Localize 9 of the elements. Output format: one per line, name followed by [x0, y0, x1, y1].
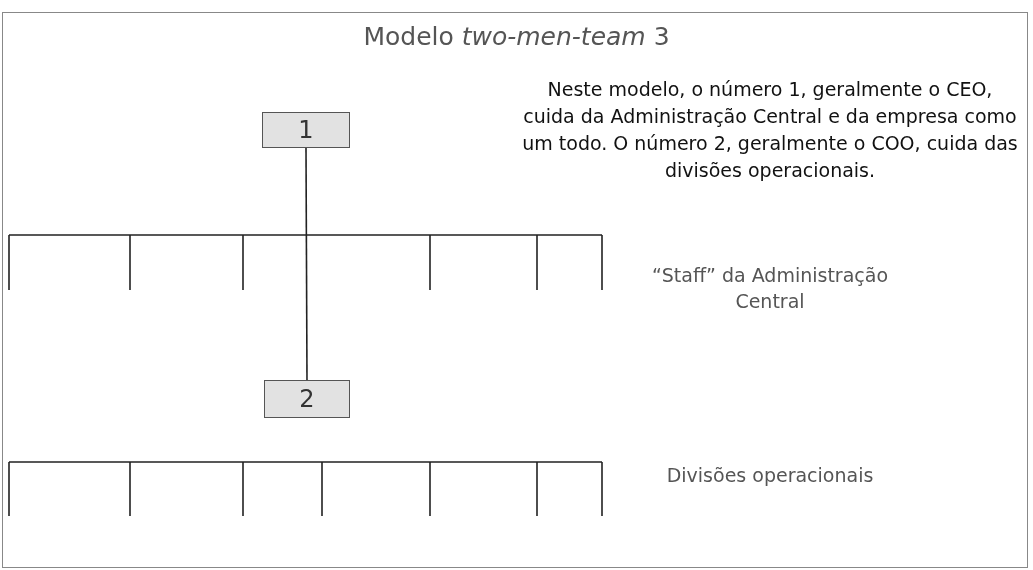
- box-number: 2: [299, 385, 315, 413]
- box-number: 1: [298, 116, 314, 144]
- position-box: [262, 112, 350, 148]
- description-text: Neste modelo, o número 1, geralmente o CEO, cuida da Administração Central e da empresa como um todo. O número 2, geralmente o COO, cuida das divisões operacionais.: [521, 77, 1019, 183]
- connector-line: [305, 147, 308, 381]
- title: Modelo two-men-team 3: [362, 22, 671, 51]
- group-label: Divisões operacionais: [665, 463, 875, 488]
- position-box: [264, 380, 350, 418]
- group-label: “Staff” da Administração Central: [650, 263, 890, 314]
